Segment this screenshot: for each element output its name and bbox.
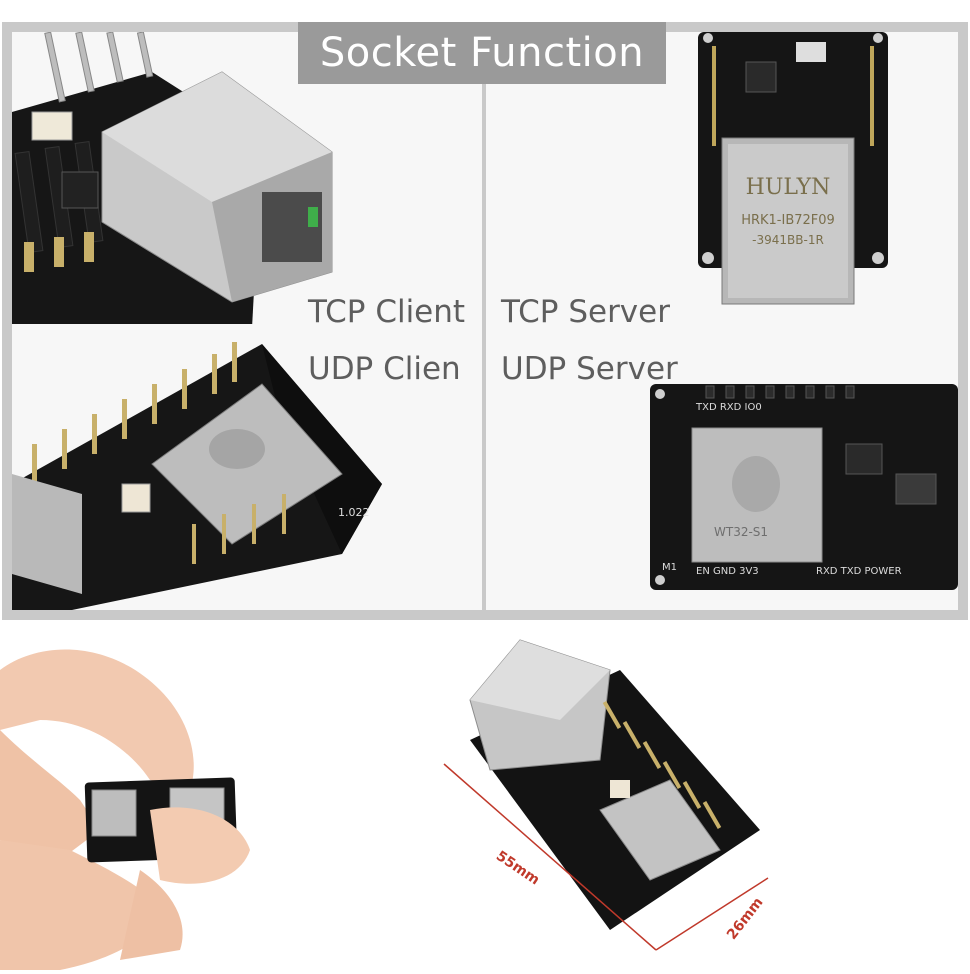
board-top-illustration: HULYN HRK1-IB72F09 -3941BB-1R	[698, 32, 888, 305]
module-name-text: WT32-S1	[714, 525, 768, 539]
silk-bottom-text: EN GND 3V3	[696, 566, 759, 577]
rj45-part-text: HRK1-IB72F09	[741, 213, 835, 228]
rev-text: 1.022	[338, 506, 370, 519]
label-udp-server: UDP Server	[501, 351, 678, 387]
page-title: Socket Function	[319, 30, 645, 76]
hand-illustration	[0, 649, 250, 970]
socket-function-grid: HULYN HRK1-IB72F09 -3941BB-1R	[2, 22, 968, 620]
board-flat-illustration: WT32-S1 TXD RXD IO0 EN GND 3V3 RXD TXD P…	[650, 384, 958, 590]
udp-client-photo: 1.022	[12, 324, 482, 610]
hand-holding-board-photo	[0, 630, 330, 970]
title-band: Socket Function	[298, 22, 666, 84]
dimensioned-board-illustration	[443, 639, 769, 951]
silk-power-text: RXD TXD POWER	[816, 566, 902, 577]
label-udp-client: UDP Clien	[308, 351, 461, 387]
rj45-closeup-illustration	[12, 32, 333, 328]
label-tcp-server: TCP Server	[501, 294, 670, 330]
module-angle-illustration: 1.022	[12, 342, 382, 610]
silk-top-text: TXD RXD IO0	[695, 402, 762, 413]
rj45-brand-text: HULYN	[746, 175, 831, 200]
rj45-sub-text: -3941BB-1R	[752, 233, 824, 247]
dimensioned-board-photo	[430, 630, 970, 970]
m1-text: M1	[662, 562, 677, 573]
udp-server-photo: WT32-S1 TXD RXD IO0 EN GND 3V3 RXD TXD P…	[486, 324, 958, 610]
label-tcp-client: TCP Client	[308, 294, 466, 330]
